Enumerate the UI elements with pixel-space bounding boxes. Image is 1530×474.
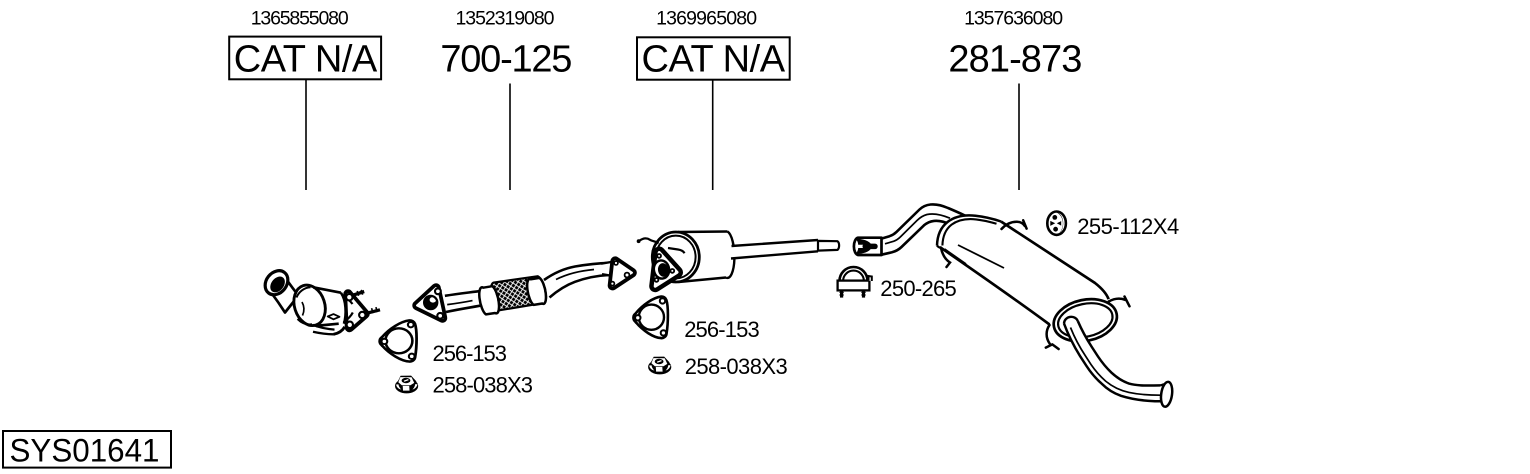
- svg-text:258-038X3: 258-038X3: [685, 354, 788, 379]
- svg-text:CAT N/A: CAT N/A: [234, 39, 378, 81]
- svg-text:281-873: 281-873: [948, 39, 1082, 81]
- svg-text:1357636080: 1357636080: [964, 8, 1063, 30]
- svg-text:256-153: 256-153: [684, 317, 760, 342]
- svg-text:258-038X3: 258-038X3: [433, 373, 534, 398]
- svg-text:SYS01641: SYS01641: [10, 432, 160, 468]
- svg-text:700-125: 700-125: [440, 39, 572, 81]
- svg-text:250-265: 250-265: [880, 276, 957, 301]
- svg-text:1369965080: 1369965080: [656, 8, 757, 30]
- svg-text:1365855080: 1365855080: [251, 8, 349, 30]
- svg-text:256-153: 256-153: [433, 341, 508, 366]
- svg-text:CAT N/A: CAT N/A: [642, 39, 786, 81]
- svg-text:1352319080: 1352319080: [456, 8, 555, 30]
- svg-text:255-112X4: 255-112X4: [1077, 214, 1179, 239]
